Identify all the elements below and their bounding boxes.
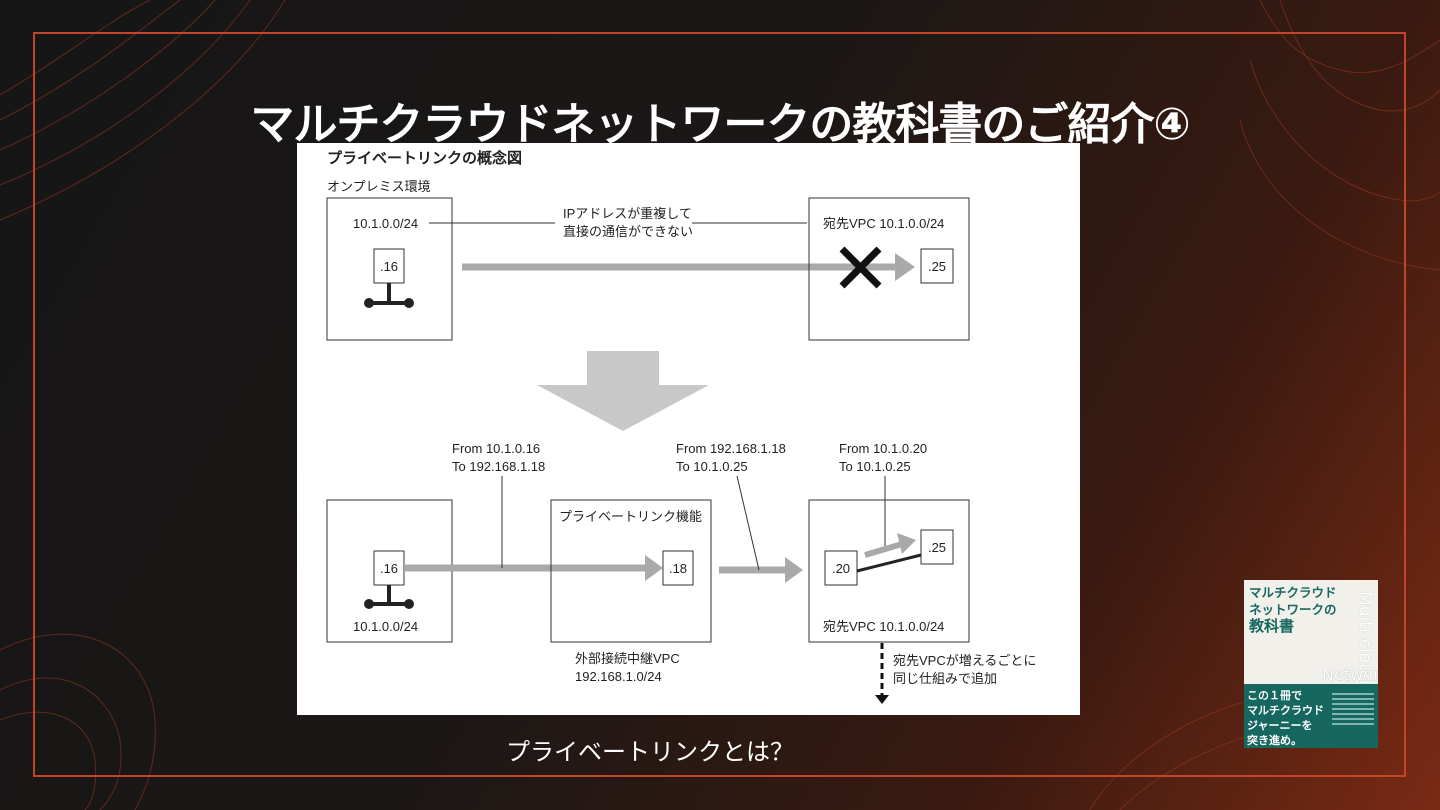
private-link-diagram: プライベートリンクの概念図 オンプレミス環境 10.1.0.0/24 .16 I… [297, 143, 1080, 715]
flow3-arrow [864, 541, 903, 558]
flow2-from: From 192.168.1.18 [676, 441, 786, 456]
destination-host-b-box [920, 529, 954, 565]
flow2-callout [736, 475, 760, 571]
transition-down-arrow [537, 351, 709, 431]
book-network-text: Network [1322, 665, 1378, 684]
diagram-heading: プライベートリンクの概念図 [327, 149, 522, 167]
destination-vpc-box-top [808, 197, 970, 341]
flow1-from: From 10.1.0.16 [452, 441, 540, 456]
destination-vpc-label-top: 宛先VPC 10.1.0.0/24 [823, 216, 944, 231]
relay-vpc-label: 外部接続中継VPC [575, 651, 680, 666]
book-tag-line3: ジャーニーを [1247, 719, 1313, 732]
flow2-to: To 10.1.0.25 [676, 459, 748, 474]
destination-host-a-label: .20 [832, 561, 850, 576]
onprem-host-box [373, 248, 405, 284]
onprem-cidr: 10.1.0.0/24 [353, 216, 418, 231]
flow3-from: From 10.1.0.20 [839, 441, 927, 456]
onprem-box [326, 197, 453, 341]
add-more-note-line2: 同じ仕組みで追加 [893, 671, 997, 686]
book-cover: マルチクラウド ネットワークの 教科書 Multi-cloud Network … [1244, 580, 1378, 748]
flow3-arrowhead [897, 533, 916, 554]
blocked-x-icon [839, 246, 882, 289]
network-node-icon-bottom [364, 585, 414, 609]
destination-host-label-top: .25 [928, 259, 946, 274]
destination-host-box-top [920, 248, 954, 284]
destination-host-b-label: .25 [928, 540, 946, 555]
book-tag-line4: 突き進め。 [1247, 734, 1302, 747]
book-title-line3: 教科書 [1249, 617, 1295, 635]
book-title: マルチクラウド ネットワークの 教科書 [1249, 584, 1337, 635]
onprem-host-box-bottom [373, 550, 405, 586]
book-tagline: この１冊で マルチクラウド ジャーニーを 突き進め。 [1247, 688, 1324, 748]
book-title-line1: マルチクラウド [1249, 585, 1337, 600]
destination-host-a-box [824, 550, 858, 586]
overlap-note-line1: IPアドレスが重複して [563, 206, 692, 221]
flow1-to: To 192.168.1.18 [452, 459, 545, 474]
private-link-feature-label: プライベートリンク機能 [559, 509, 702, 524]
add-more-arrowhead [875, 695, 889, 704]
flow2-arrowhead [785, 557, 803, 583]
network-node-icon [364, 283, 414, 308]
flow3-to: To 10.1.0.25 [839, 459, 911, 474]
onprem-cidr-bottom: 10.1.0.0/24 [353, 619, 418, 634]
relay-host-box [662, 550, 694, 586]
slide-title: マルチクラウドネットワークの教科書のご紹介④ [250, 99, 1190, 150]
add-more-note-line1: 宛先VPCが増えるごとに [893, 653, 1036, 668]
book-tag-line2: マルチクラウド [1247, 704, 1324, 717]
relay-vpc-cidr: 192.168.1.0/24 [575, 669, 662, 684]
relay-vpc-box [550, 499, 712, 643]
onprem-label: オンプレミス環境 [327, 179, 431, 194]
book-title-line2: ネットワークの [1249, 602, 1337, 617]
onprem-host-label: .16 [380, 259, 398, 274]
blocked-flow-arrowhead [895, 253, 915, 281]
relay-host-label: .18 [669, 561, 687, 576]
overlap-note-line2: 直接の通信ができない [563, 224, 693, 239]
destination-vpc-label-bottom: 宛先VPC 10.1.0.0/24 [823, 619, 944, 634]
figure-caption: プライベートリンクとは？ [506, 738, 794, 766]
book-bottom-band: この１冊で マルチクラウド ジャーニーを 突き進め。 [1244, 684, 1378, 748]
onprem-host-label-bottom: .16 [380, 561, 398, 576]
book-small-text-lines [1332, 690, 1374, 728]
slide-frame [33, 32, 1406, 777]
book-tag-line1: この１冊で [1247, 689, 1302, 702]
host-link-line [856, 553, 922, 573]
destination-vpc-box-bottom [808, 499, 970, 643]
flow1-arrowhead [645, 555, 663, 581]
